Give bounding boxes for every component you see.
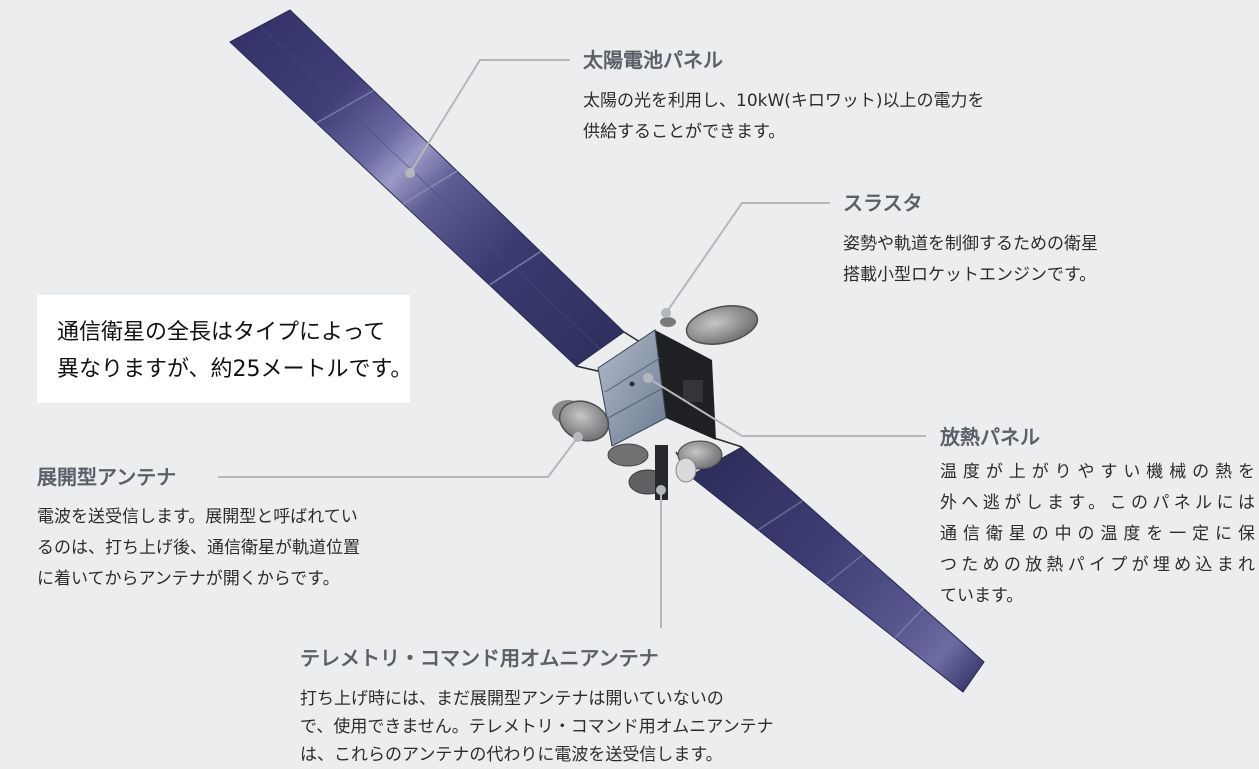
description-line: るのは、打ち上げ後、通信衛星が軌道位置 — [37, 538, 360, 558]
solar-panel-description: 太陽の光を利用し、10kW(キロワット)以上の電力を 供給することができます。 — [583, 86, 985, 148]
leader-line-thruster — [665, 202, 830, 314]
description-line: 姿勢や軌道を制御するための衛星 — [843, 234, 1098, 254]
description-line: は、これらのアンテナの代わりに電波を送受信します。 — [300, 745, 723, 765]
leader-dot-thruster — [661, 308, 671, 318]
description-line: 搭載小型ロケットエンジンです。 — [843, 265, 1097, 285]
deployable-antenna-dish — [552, 400, 610, 442]
leader-dot-radiator-panel — [643, 373, 653, 383]
leader-dot-deployable-antenna — [573, 432, 583, 442]
leader-dot-solar-panel — [405, 168, 415, 178]
reflector-dish-top — [685, 305, 759, 345]
thruster-description: 姿勢や軌道を制御するための衛星 搭載小型ロケットエンジンです。 — [843, 229, 1098, 291]
deployable-antenna-description: 電波を送受信します。展開型と呼ばれてい るのは、打ち上げ後、通信衛星が軌道位置 … — [37, 502, 360, 595]
description-line: 温度が上がりやすい機械の熱を — [940, 462, 1255, 482]
omni-antenna-title: テレメトリ・コマンド用オムニアンテナ — [300, 646, 659, 670]
leader-line-solar-panel — [409, 59, 570, 174]
solar-array-lower — [689, 446, 985, 693]
description-line: で、使用できません。テレメトリ・コマンド用オムニアンテナ — [300, 717, 774, 737]
radiator-panel-description: 温度が上がりやすい機械の熱を 外へ逃がします。このパネルには 通信衛星の中の温度… — [940, 457, 1255, 612]
radiator-panel-title: 放熱パネル — [940, 425, 1040, 449]
bottom-antenna-cluster — [607, 440, 723, 500]
description-line: つための放熱パイプが埋め込まれ — [940, 555, 1255, 575]
solar-panel-title: 太陽電池パネル — [583, 48, 723, 72]
description-line: 打ち上げ時には、まだ展開型アンテナは開いていないの — [300, 689, 724, 709]
thruster-title: スラスタ — [843, 191, 923, 215]
thruster — [660, 317, 676, 327]
satellite-bus — [597, 329, 716, 447]
description-line: 太陽の光を利用し、10kW(キロワット)以上の電力を — [583, 91, 985, 111]
description-line: 外へ逃がします。このパネルには — [940, 493, 1255, 513]
omni-antenna-description: 打ち上げ時には、まだ展開型アンテナは開いていないの で、使用できません。テレメト… — [300, 685, 774, 769]
leader-dot-omni-antenna — [656, 485, 666, 495]
length-callout: 通信衛星の全長はタイプによって 異なりますが、約25メートルです。 — [37, 295, 413, 403]
description-line: 供給することができます。 — [583, 122, 786, 142]
callout-line: 通信衛星の全長はタイプによって — [57, 320, 386, 345]
leader-line-deployable-antenna — [218, 436, 579, 478]
description-line: に着いてからアンテナが開くからです。 — [37, 569, 340, 589]
description-line: ています。 — [940, 586, 1024, 606]
callout-line: 異なりますが、約25メートルです。 — [57, 357, 413, 382]
leader-line-radiator-panel — [647, 377, 926, 437]
description-line: 通信衛星の中の温度を一定に保 — [940, 524, 1255, 544]
solar-array-upper — [229, 9, 625, 367]
deployable-antenna-title: 展開型アンテナ — [37, 465, 177, 489]
description-line: 電波を送受信します。展開型と呼ばれてい — [37, 507, 358, 527]
